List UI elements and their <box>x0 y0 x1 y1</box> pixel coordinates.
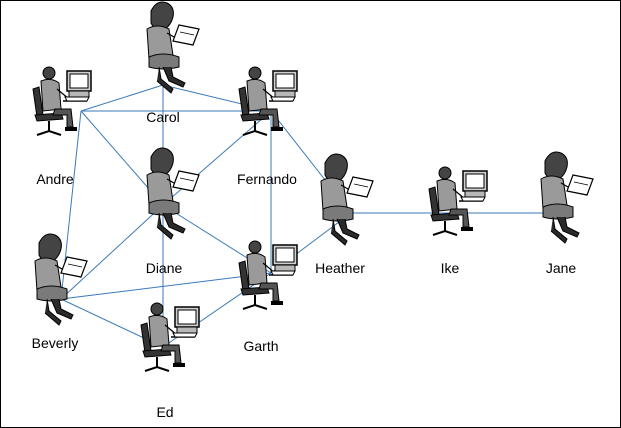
edge-beverly-garth <box>60 272 272 300</box>
edge-andre-carol <box>80 84 164 112</box>
node-heather: Heather <box>315 153 374 276</box>
edge-fernando-diane <box>162 110 272 206</box>
node-label-ed: Ed <box>156 404 173 420</box>
node-ed: Ed <box>140 302 200 420</box>
node-label-beverly: Beverly <box>32 335 79 351</box>
node-label-andre: Andre <box>36 171 74 187</box>
computer-user-icon <box>32 66 92 136</box>
tablet-person-icon <box>540 151 594 244</box>
node-label-diane: Diane <box>146 260 183 276</box>
tablet-person-icon <box>146 1 200 94</box>
node-carol: Carol <box>146 1 200 125</box>
edge-diane-beverly <box>60 204 164 300</box>
computer-user-icon <box>238 66 298 136</box>
node-label-jane: Jane <box>546 260 577 276</box>
node-ike: Ike <box>428 166 488 276</box>
node-label-carol: Carol <box>146 109 179 125</box>
node-fernando: Fernando <box>237 66 298 187</box>
node-beverly: Beverly <box>32 233 88 351</box>
tablet-person-icon <box>34 233 88 326</box>
connection-lines <box>60 84 557 348</box>
node-garth: Garth <box>238 240 298 354</box>
node-label-heather: Heather <box>315 260 365 276</box>
node-label-garth: Garth <box>243 338 278 354</box>
node-diane: Diane <box>146 147 200 276</box>
computer-user-icon <box>428 166 488 236</box>
node-label-fernando: Fernando <box>237 171 297 187</box>
node-jane: Jane <box>540 151 594 276</box>
tablet-person-icon <box>320 153 374 246</box>
node-andre: Andre <box>32 66 92 187</box>
node-label-ike: Ike <box>441 260 460 276</box>
computer-user-icon <box>140 302 200 372</box>
tablet-person-icon <box>146 147 200 240</box>
